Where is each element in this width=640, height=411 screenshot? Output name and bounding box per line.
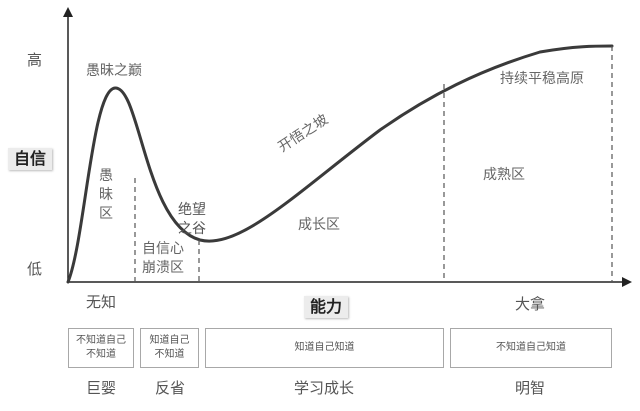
box-3-line-1: 知道自己知道: [294, 342, 355, 353]
box-4-line-1: 不知道自己知道: [496, 342, 566, 353]
growth-zone-label: 成长区: [298, 217, 340, 233]
valley-line-1: 绝望: [178, 202, 206, 218]
peak-of-stupidity-label: 愚昧之巅: [86, 63, 142, 79]
x-axis-right-label: 大拿: [515, 295, 546, 313]
box-1-line-1: 不知道自己: [76, 335, 126, 346]
phase-giant-baby: 巨婴: [86, 379, 117, 397]
zone-1-line-1: 愚: [99, 168, 113, 184]
plateau-of-sustainability-label: 持续平稳高原: [500, 71, 584, 87]
confidence-collapse-zone-label: 自信心 崩溃区: [142, 240, 184, 278]
phase-reflection: 反省: [155, 379, 186, 397]
valley-of-despair-label: 绝望 之谷: [178, 201, 206, 239]
y-axis-low-label: 低: [27, 260, 43, 278]
phase-wisdom: 明智: [515, 379, 546, 397]
y-axis-title: 自信: [8, 148, 53, 170]
box-1-line-2: 不知道: [86, 349, 116, 360]
confidence-curve: [66, 44, 614, 284]
y-axis-high-label: 高: [27, 51, 43, 69]
box-conscious-incompetence: 知道自己 不知道: [140, 328, 199, 368]
box-unconscious-competence: 不知道自己知道: [450, 328, 612, 368]
box-conscious-competence: 知道自己知道: [205, 328, 444, 368]
zone-1-line-2: 昧: [99, 187, 113, 203]
maturity-zone-label: 成熟区: [483, 167, 525, 183]
x-axis-left-label: 无知: [86, 293, 117, 311]
box-2-line-2: 不知道: [154, 349, 185, 360]
zone-2-line-2: 崩溃区: [142, 260, 184, 276]
zone-2-line-1: 自信心: [142, 241, 184, 257]
box-2-line-1: 知道自己: [149, 335, 190, 346]
ignorance-zone-label: 愚 昧 区: [99, 167, 113, 224]
box-unconscious-incompetence: 不知道自己 不知道: [68, 328, 134, 368]
zone-1-line-3: 区: [99, 206, 113, 222]
x-axis-title: 能力: [304, 296, 349, 318]
valley-line-2: 之谷: [178, 221, 206, 237]
phase-learning-growth: 学习成长: [294, 379, 355, 397]
